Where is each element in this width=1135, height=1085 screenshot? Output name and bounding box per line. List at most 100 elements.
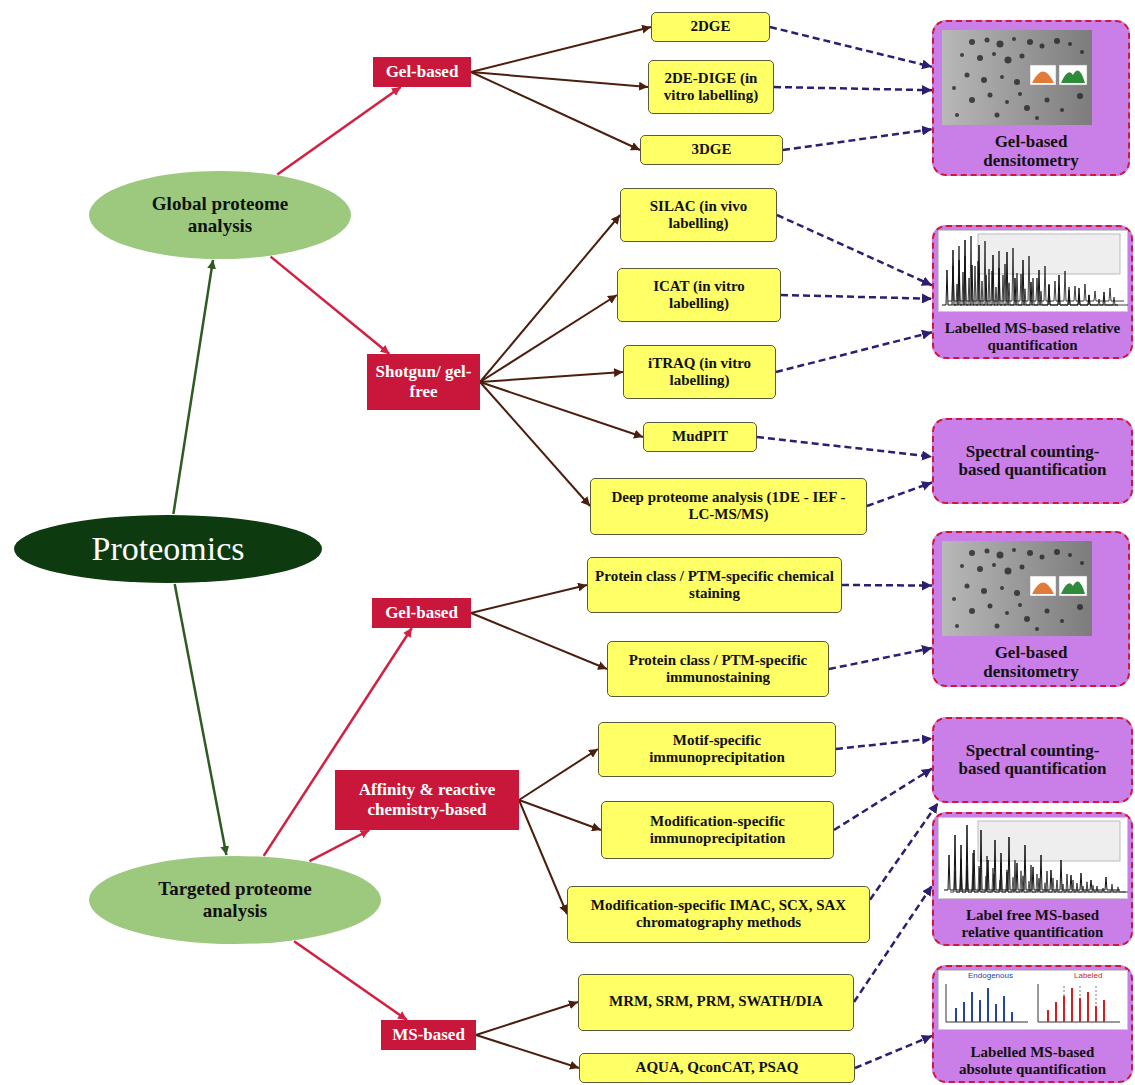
connector — [834, 769, 932, 830]
illustration-part — [992, 563, 996, 567]
illustration-part — [1040, 44, 1045, 49]
illustration-part — [1032, 583, 1054, 595]
technique-box: 2DE-DIGE (in vitro labelling) — [648, 60, 774, 114]
connector — [480, 372, 623, 382]
connector — [294, 941, 407, 1020]
illustration-part — [985, 38, 990, 43]
technique-box: Protein class / PTM-specific chemical st… — [587, 557, 842, 613]
connector — [777, 215, 932, 285]
panel-label: Spectral counting-based quantification — [958, 742, 1108, 779]
illustration-part — [1014, 79, 1020, 85]
node-text: Gel-based — [386, 62, 459, 82]
illustration-part — [960, 53, 964, 57]
quantification-panel: Label free MS-based relative quantificat… — [932, 812, 1133, 946]
illustration-part — [995, 113, 1000, 118]
gel-image — [942, 30, 1092, 125]
connector — [829, 648, 932, 669]
technique-box: 2DGE — [651, 12, 770, 42]
node-text: Gel-based densitometry — [946, 133, 1116, 170]
connector — [476, 1035, 579, 1068]
quantification-panel: Gel-based densitometry — [932, 20, 1130, 176]
technique-box: MRM, SRM, PRM, SWATH/DIA — [578, 974, 854, 1031]
illustration-part — [955, 113, 959, 117]
illustration-part — [1045, 609, 1050, 614]
spectrum-image — [938, 817, 1128, 899]
illustration-part — [1061, 582, 1085, 595]
illustration-part — [1054, 549, 1060, 555]
connector — [480, 295, 617, 382]
connector — [842, 584, 932, 587]
node-text: SILAC (in vivo labelling) — [627, 198, 770, 233]
illustration-part — [946, 984, 1120, 1022]
node-text: Deep proteome analysis (1DE - IEF - LC-M… — [597, 489, 860, 524]
technique-box: MudPIT — [643, 422, 757, 452]
illustration-part — [969, 608, 975, 614]
connector — [471, 27, 651, 72]
technique-box: ICAT (in vitro labelling) — [617, 268, 781, 322]
connector — [471, 72, 640, 150]
panel-label: Gel-based densitometry — [946, 133, 1116, 170]
quantification-panel: Labelled MS-based absolute quantificatio… — [932, 965, 1133, 1083]
illustration-part — [960, 564, 964, 568]
technique-box: iTRAQ (in vitro labelling) — [623, 345, 776, 399]
illustration-part — [977, 566, 983, 572]
illustration-part — [1030, 65, 1056, 85]
technique-box: Protein class / PTM-specific immunostain… — [607, 641, 829, 697]
illustration-part — [1014, 590, 1020, 596]
illustration-part — [1012, 37, 1016, 41]
illustration-part — [1000, 586, 1004, 590]
node-text: Protein class / PTM-specific immunostain… — [614, 652, 822, 687]
illustration-part — [969, 39, 975, 45]
illustration-part — [1059, 65, 1087, 85]
connector — [310, 830, 370, 861]
illustration-part — [1020, 54, 1025, 59]
illustration-part — [1077, 93, 1083, 99]
method-group-box: Gel-based — [373, 57, 471, 87]
illustration-part — [1035, 116, 1039, 120]
illustration-part — [1027, 39, 1033, 45]
node-text: Modification-specific IMAC, SCX, SAX chr… — [574, 897, 863, 932]
node-text: MRM, SRM, PRM, SWATH/DIA — [609, 993, 823, 1010]
illustration-part — [981, 588, 987, 594]
illustration-part — [1024, 105, 1030, 111]
illustration-part — [988, 604, 993, 609]
spectrum-image — [938, 230, 1128, 312]
illustration-part — [969, 97, 975, 103]
connector — [855, 1036, 932, 1068]
technique-box: Motif-specific immunoprecipitation — [598, 722, 836, 777]
gel-image — [942, 541, 1092, 636]
panel-label: Labelled MS-based relative quantificatio… — [943, 320, 1123, 353]
illustration-part — [978, 821, 1120, 861]
illustration-part — [965, 584, 970, 589]
panel-label: Label free MS-based relative quantificat… — [943, 907, 1123, 940]
illustration-part — [1054, 38, 1060, 44]
illustration-part — [965, 73, 970, 78]
category-ellipse: Targeted proteome analysis — [88, 855, 382, 945]
quantification-panel: Spectral counting-based quantification — [932, 418, 1133, 504]
illustration-part — [1077, 604, 1083, 610]
ellipse-shape — [89, 171, 351, 259]
node-text: MudPIT — [672, 428, 728, 445]
illustration-part — [981, 77, 987, 83]
node-text: Gel-based — [385, 603, 458, 623]
illustration-part — [939, 971, 1128, 1030]
panel-label: Labelled MS-based absolute quantificatio… — [943, 1044, 1123, 1077]
connector — [757, 437, 932, 457]
connector — [774, 87, 932, 90]
node-text: 3DGE — [691, 141, 731, 158]
method-group-box: Shotgun/ gel-free — [367, 354, 480, 410]
illustration-part — [1035, 627, 1039, 631]
illustration-part — [1027, 550, 1033, 556]
illustration-part — [1005, 611, 1009, 615]
connector — [480, 382, 590, 506]
illustration-part — [1068, 553, 1072, 557]
illustration-part — [1000, 75, 1004, 79]
quantification-panel: Gel-based densitometry — [932, 531, 1130, 687]
method-group-box: MS-based — [381, 1020, 476, 1050]
node-text: 2DGE — [690, 18, 730, 35]
technique-box: Modification-specific immunoprecipitatio… — [601, 801, 834, 859]
connector — [781, 295, 932, 299]
illustration-part — [1030, 576, 1056, 596]
